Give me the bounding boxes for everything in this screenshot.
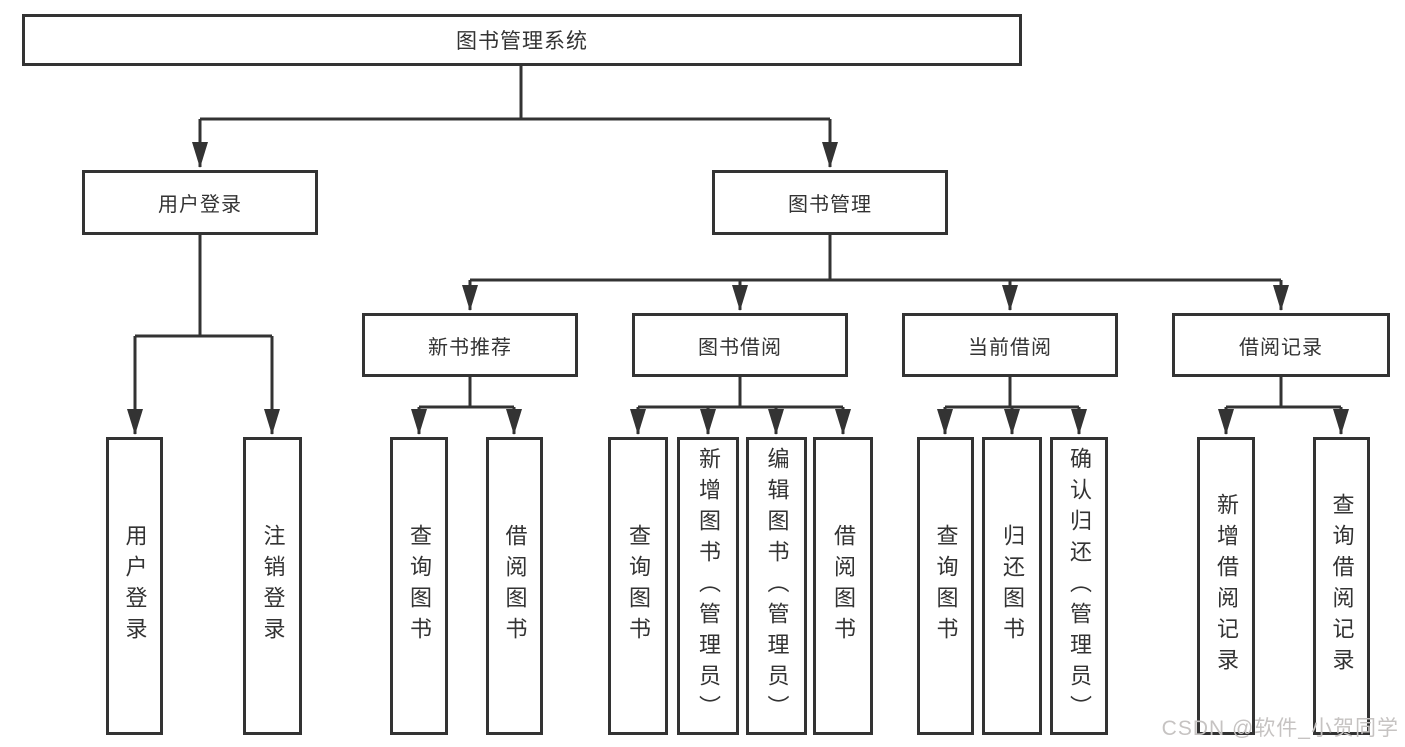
node-label: 图书借阅 (698, 336, 782, 359)
leaf-add-book-admin: 新增图书（管理员） (677, 437, 739, 735)
node-current-borrowing: 当前借阅 (902, 313, 1118, 377)
node-label: 查询图书 (626, 524, 651, 648)
node-user-login: 用户登录 (82, 170, 318, 235)
leaf-query-books-recommend: 查询图书 (390, 437, 448, 735)
node-label: 查询图书 (933, 524, 959, 648)
leaf-query-borrow-record: 查询借阅记录 (1313, 437, 1370, 735)
node-book-borrowing: 图书借阅 (632, 313, 848, 377)
node-label: 新增图书（管理员） (696, 446, 721, 726)
leaf-edit-book-admin: 编辑图书（管理员） (746, 437, 807, 735)
node-new-book-recommend: 新书推荐 (362, 313, 578, 377)
node-label: 新增借阅记录 (1214, 493, 1239, 679)
node-borrowing-records: 借阅记录 (1172, 313, 1390, 377)
node-label: 借阅图书 (502, 524, 528, 648)
node-label: 借阅记录 (1239, 336, 1323, 359)
node-label: 新书推荐 (428, 336, 512, 359)
node-label: 归还图书 (1000, 524, 1025, 648)
node-label: 查询借阅记录 (1329, 493, 1355, 679)
node-label: 借阅图书 (831, 524, 856, 648)
node-label: 当前借阅 (968, 336, 1052, 359)
leaf-query-books-current: 查询图书 (917, 437, 974, 735)
node-book-management: 图书管理 (712, 170, 948, 235)
node-label: 注销登录 (260, 524, 286, 648)
node-library-management-system: 图书管理系统 (22, 14, 1022, 66)
node-label: 编辑图书（管理员） (764, 446, 790, 726)
node-label: 用户登录 (158, 194, 242, 216)
leaf-query-books-borrowing: 查询图书 (608, 437, 668, 735)
leaf-user-login: 用户登录 (106, 437, 163, 735)
leaf-logout: 注销登录 (243, 437, 302, 735)
node-label: 图书管理系统 (456, 30, 588, 53)
node-label: 图书管理 (788, 194, 872, 216)
leaf-borrow-books-recommend: 借阅图书 (486, 437, 543, 735)
node-label: 用户登录 (122, 524, 148, 648)
csdn-watermark: CSDN @软件_小贺同学 (1161, 717, 1399, 740)
leaf-borrow-books-borrowing: 借阅图书 (813, 437, 873, 735)
leaf-confirm-return-admin: 确认归还（管理员） (1050, 437, 1108, 735)
connector-lines (127, 66, 1349, 435)
node-label: 查询图书 (407, 524, 432, 648)
node-label: 确认归还（管理员） (1067, 446, 1092, 726)
leaf-return-book: 归还图书 (982, 437, 1042, 735)
leaf-add-borrow-record: 新增借阅记录 (1197, 437, 1255, 735)
